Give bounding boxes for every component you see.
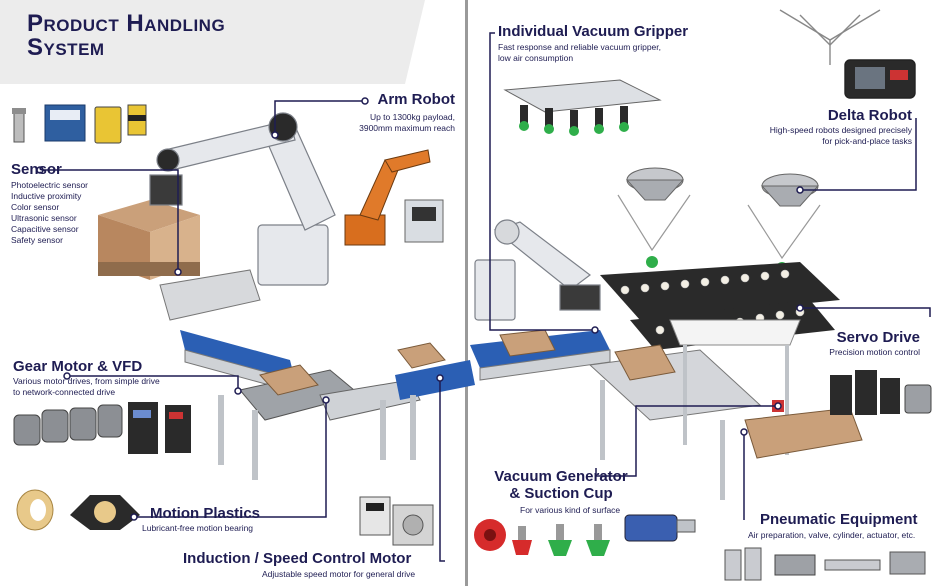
vacuum-generator-label-1: Vacuum Generator bbox=[494, 468, 628, 485]
gear-motor-desc-2: to network-connected drive bbox=[13, 387, 116, 397]
leader-dots bbox=[36, 97, 804, 521]
delta-robot-label: Delta Robot bbox=[827, 107, 912, 124]
vacuum-gripper-label: Individual Vacuum Gripper bbox=[498, 23, 689, 40]
left-conveyor bbox=[159, 269, 475, 480]
pallet-stack bbox=[98, 200, 200, 280]
induction-motor-label: Induction / Speed Control Motor bbox=[183, 550, 412, 567]
vacuum-generator-label: Vacuum Generator & Suction Cup bbox=[489, 468, 633, 502]
arm-robot-desc: Up to 1300kg payload, 3900mm maximum rea… bbox=[359, 112, 455, 134]
vacuum-generator-desc: For various kind of surface bbox=[520, 505, 621, 515]
motion-plastics-products bbox=[16, 489, 140, 531]
gear-motor-desc: Various motor drives, from simple drive … bbox=[13, 376, 160, 398]
title-line-2: System bbox=[27, 34, 105, 61]
arm-robot-desc-2: 3900mm maximum reach bbox=[359, 123, 455, 133]
motion-plastics-label: Motion Plastics bbox=[150, 505, 261, 522]
sensor-products bbox=[12, 104, 147, 144]
right-arm-robot bbox=[474, 219, 601, 321]
right-conveyor bbox=[470, 319, 863, 500]
arm-robot-desc-1: Up to 1300kg payload, bbox=[369, 112, 455, 122]
vacuum-generator-label-2: & Suction Cup bbox=[509, 485, 613, 502]
title-panel bbox=[0, 0, 425, 84]
white-arm-robot bbox=[149, 112, 336, 286]
gear-motor-desc-1: Various motor drives, from simple drive bbox=[13, 376, 160, 386]
induction-motor-products bbox=[359, 496, 434, 546]
vacuum-gripper-product bbox=[503, 79, 662, 136]
title-line-1: Product Handling bbox=[27, 10, 226, 37]
vacuum-gripper-desc-2: low air consumption bbox=[498, 53, 574, 63]
suction-cup-products bbox=[474, 514, 696, 556]
sensor-item: Capacitive sensor bbox=[11, 224, 79, 234]
sensor-item: Ultrasonic sensor bbox=[11, 213, 77, 223]
gear-motor-label: Gear Motor & VFD bbox=[13, 358, 143, 375]
vacuum-gripper-desc: Fast response and reliable vacuum grippe… bbox=[498, 42, 661, 64]
motion-plastics-desc: Lubricant-free motion bearing bbox=[142, 523, 254, 533]
gear-motor-products bbox=[13, 402, 191, 454]
pneumatic-products bbox=[724, 547, 926, 581]
servo-drive-desc: Precision motion control bbox=[829, 347, 920, 357]
sensor-item: Color sensor bbox=[11, 202, 60, 212]
sensor-item: Photoelectric sensor bbox=[11, 180, 89, 190]
sensor-item: Safety sensor bbox=[11, 235, 63, 245]
delta-robot-product bbox=[779, 9, 916, 99]
page-title: Product Handling System bbox=[27, 12, 225, 60]
sensor-item: Inductive proximity bbox=[11, 191, 82, 201]
delta-robot-desc-2: for pick-and-place tasks bbox=[822, 136, 912, 146]
orange-robot bbox=[344, 149, 444, 246]
vacuum-gripper-desc-1: Fast response and reliable vacuum grippe… bbox=[498, 42, 662, 52]
servo-drive-label: Servo Drive bbox=[836, 329, 920, 346]
center-divider bbox=[465, 0, 468, 586]
pneumatic-label: Pneumatic Equipment bbox=[760, 511, 918, 528]
induction-motor-desc: Adjustable speed motor for general drive bbox=[262, 569, 416, 579]
pneumatic-desc: Air preparation, valve, cylinder, actuat… bbox=[748, 530, 916, 540]
sensor-label: Sensor bbox=[11, 161, 62, 178]
delta-robot-desc-1: High-speed robots designed precisely bbox=[769, 125, 912, 135]
delta-robot-units bbox=[617, 167, 821, 274]
leader-lines bbox=[40, 32, 931, 562]
arm-robot-label: Arm Robot bbox=[377, 91, 456, 108]
delta-robot-desc: High-speed robots designed precisely for… bbox=[770, 125, 912, 147]
sensor-list: Photoelectric sensor Inductive proximity… bbox=[11, 180, 88, 246]
servo-drive-products bbox=[830, 370, 932, 415]
